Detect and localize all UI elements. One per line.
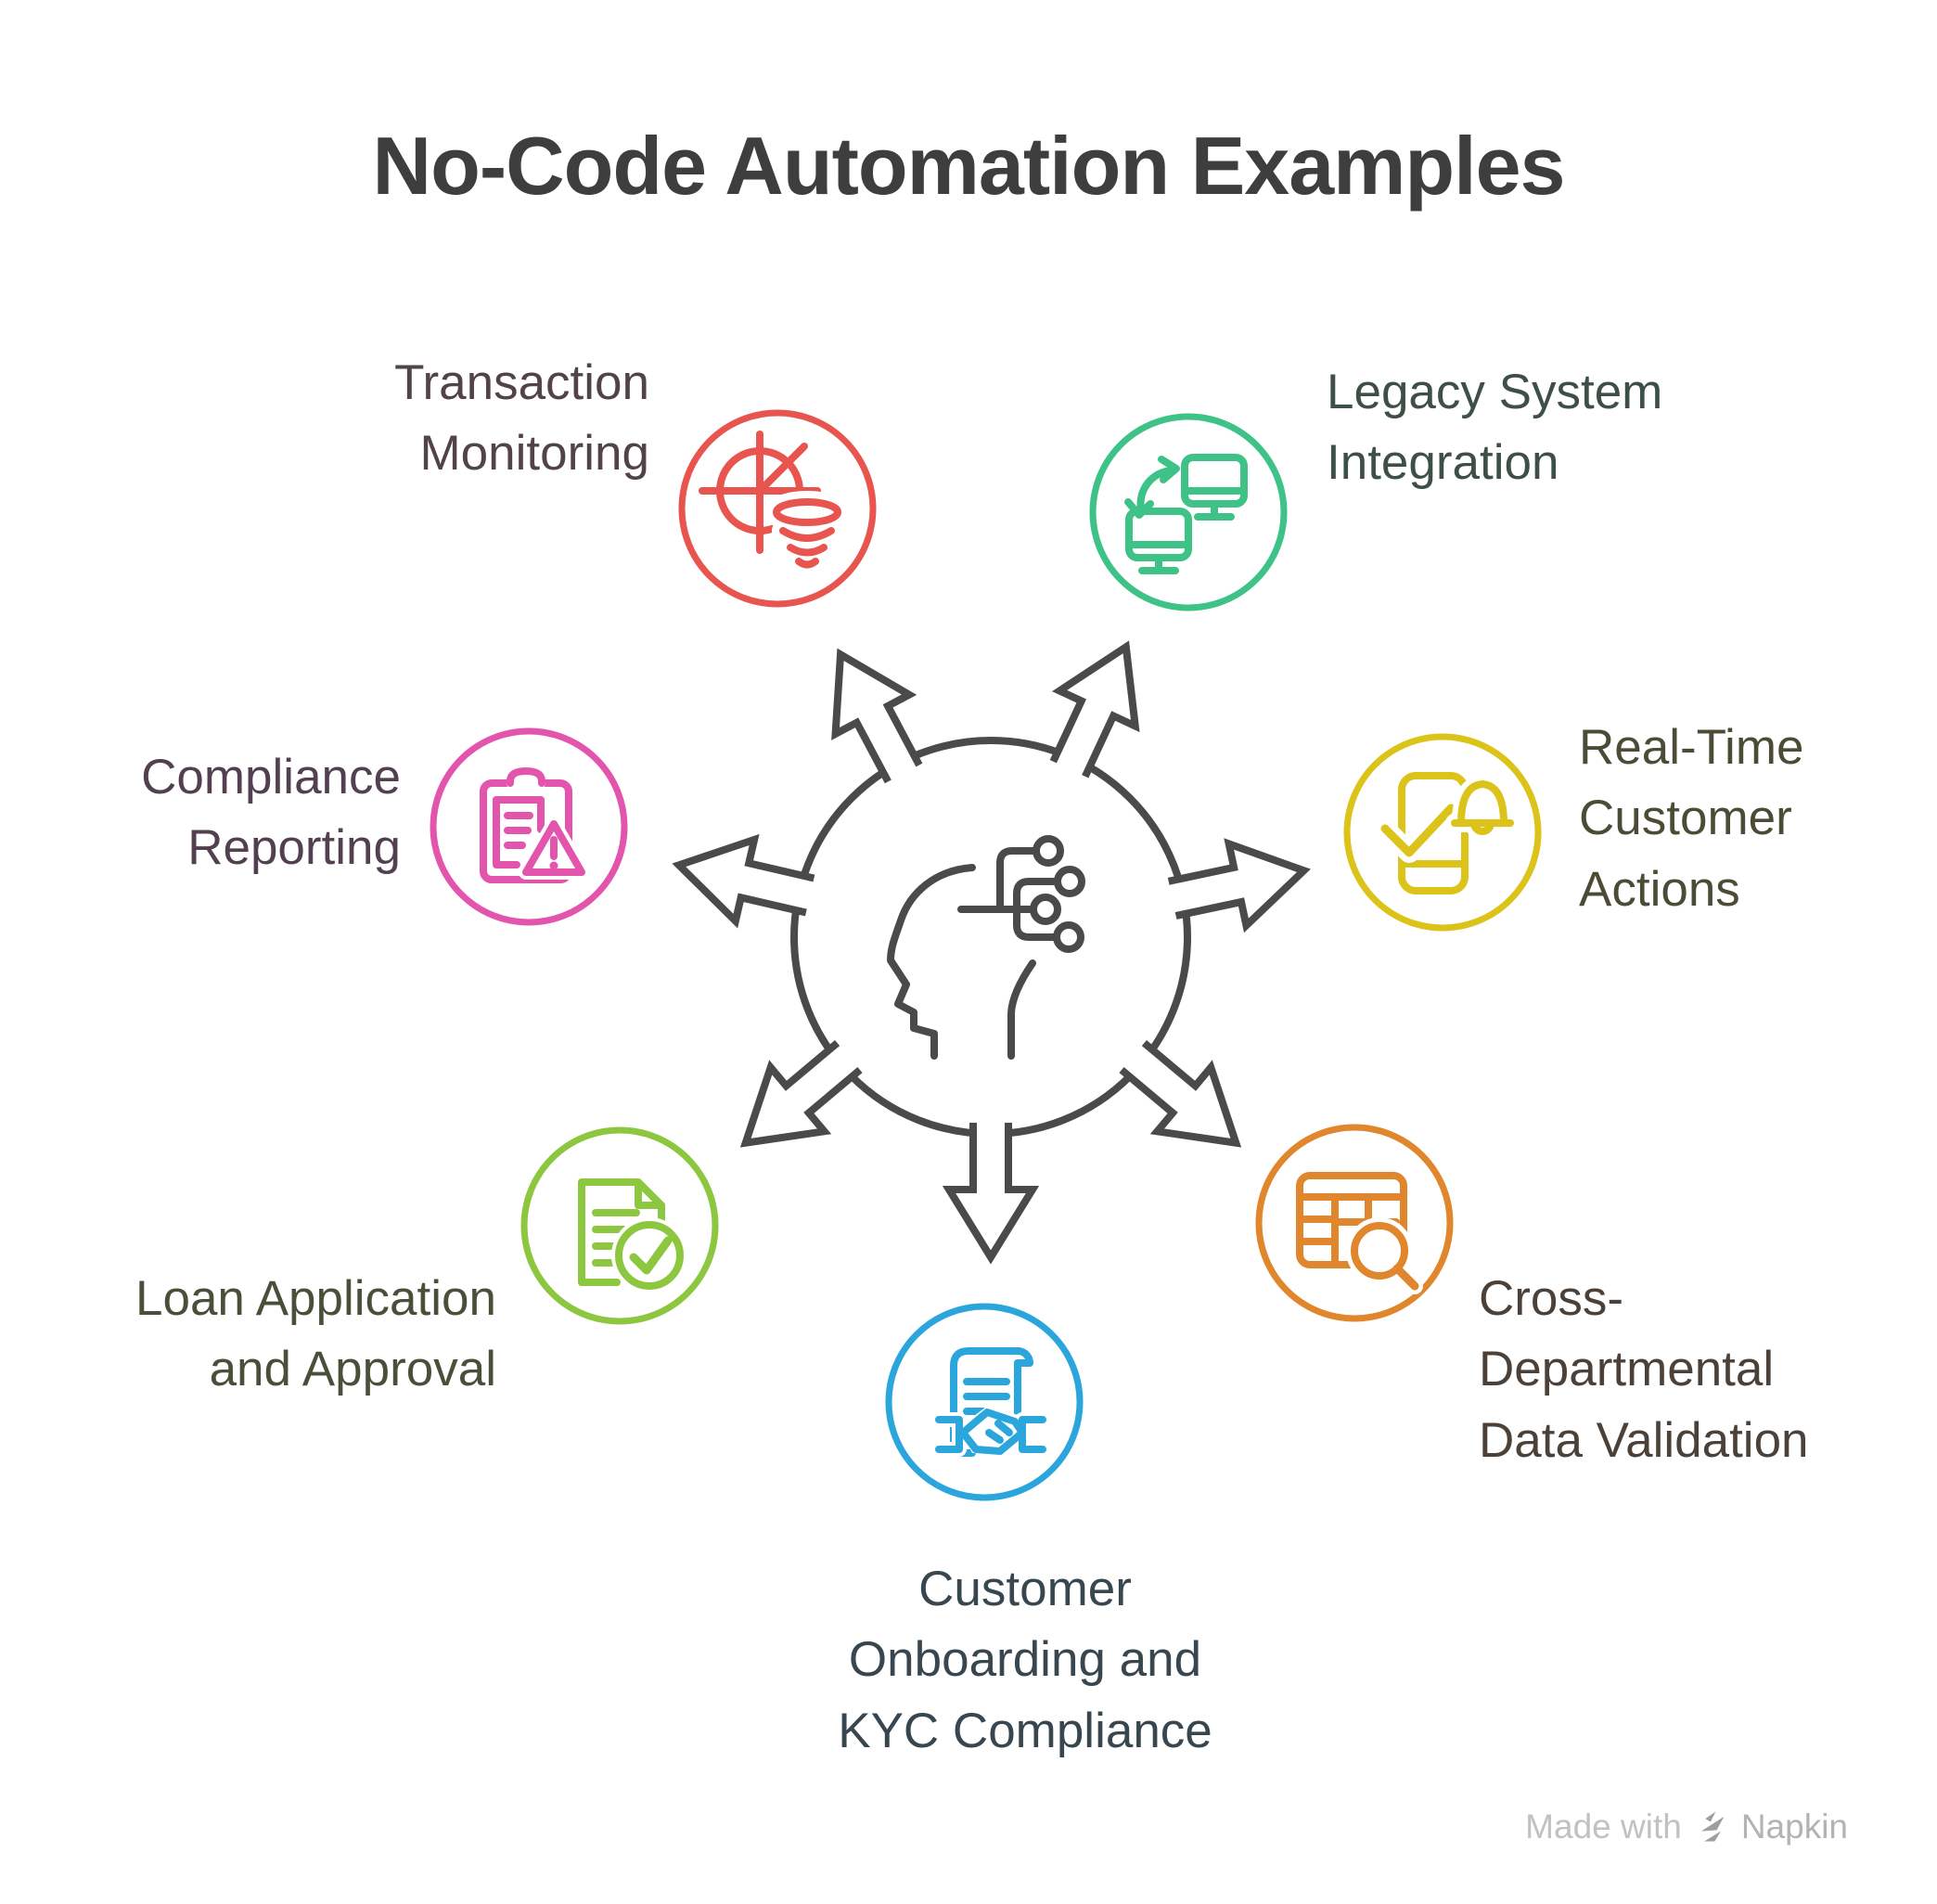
ai-head-circuit-icon (672, 640, 1311, 1265)
clipboard-warning-icon (430, 727, 628, 926)
label-cross-departmental-data-validation: Cross- Departmental Data Validation (1479, 1271, 1809, 1468)
node-legacy-system-integration (1089, 413, 1288, 611)
watermark-prefix: Made with (1525, 1808, 1682, 1846)
node-real-time-customer-actions (1343, 733, 1542, 932)
node-customer-onboarding-kyc (885, 1303, 1084, 1501)
page-title: No-Code Automation Examples (372, 120, 1566, 212)
napkin-logo-icon (1700, 1811, 1725, 1842)
node-compliance-reporting (430, 727, 628, 926)
contract-handshake-icon (885, 1303, 1084, 1501)
label-transaction-monitoring: Transaction Monitoring (394, 355, 649, 482)
central-hub (638, 585, 1343, 1290)
label-legacy-system-integration: Legacy System Integration (1327, 365, 1663, 491)
node-transaction-monitoring (678, 409, 877, 608)
radar-funnel-icon (678, 409, 877, 608)
label-loan-application-approval: Loan Application and Approval (135, 1271, 496, 1397)
node-cross-departmental-data-validation (1255, 1124, 1454, 1322)
table-magnifier-icon (1255, 1124, 1454, 1322)
document-check-icon (520, 1126, 719, 1325)
monitors-sync-icon (1089, 413, 1288, 611)
label-customer-onboarding-kyc: Customer Onboarding and KYC Compliance (838, 1562, 1212, 1758)
label-compliance-reporting: Compliance Reporting (141, 750, 401, 876)
watermark-brand: Napkin (1740, 1808, 1848, 1846)
watermark: Made with Napkin (1525, 1808, 1848, 1846)
label-real-time-customer-actions: Real-Time Customer Actions (1579, 720, 1804, 917)
node-loan-application-approval (520, 1126, 719, 1325)
phone-bell-check-icon (1343, 733, 1542, 932)
